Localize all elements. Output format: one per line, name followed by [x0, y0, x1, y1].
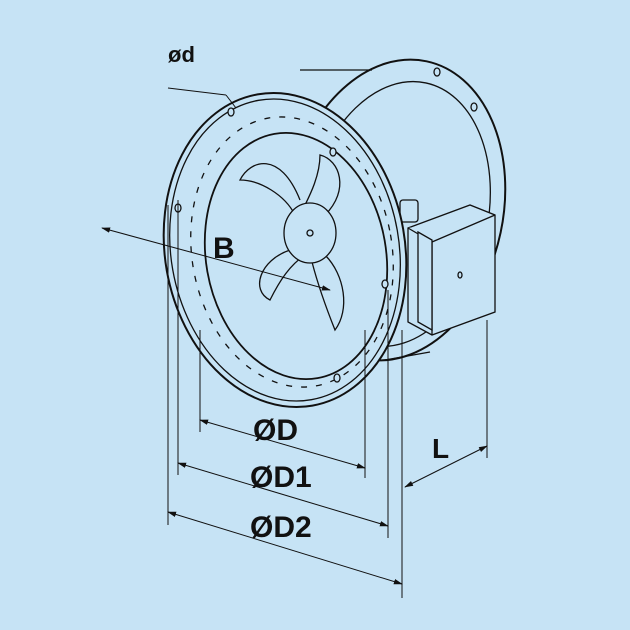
terminal-box: [399, 199, 496, 336]
extension-lines: [167, 200, 488, 598]
front-flange: [162, 92, 408, 408]
dimension-d: [199, 419, 366, 469]
label-l: L: [432, 433, 449, 464]
housing-edge: [300, 69, 431, 361]
label-b: B: [213, 232, 235, 265]
label-hole-diameter: ød: [168, 42, 195, 67]
label-d1: ØD1: [250, 461, 312, 494]
dimension-d2: [167, 511, 403, 585]
label-d2: ØD2: [250, 511, 312, 544]
label-d: ØD: [253, 414, 298, 447]
dimension-b: [101, 227, 331, 291]
dimension-l: [404, 445, 488, 488]
hole-leader: [167, 87, 237, 109]
